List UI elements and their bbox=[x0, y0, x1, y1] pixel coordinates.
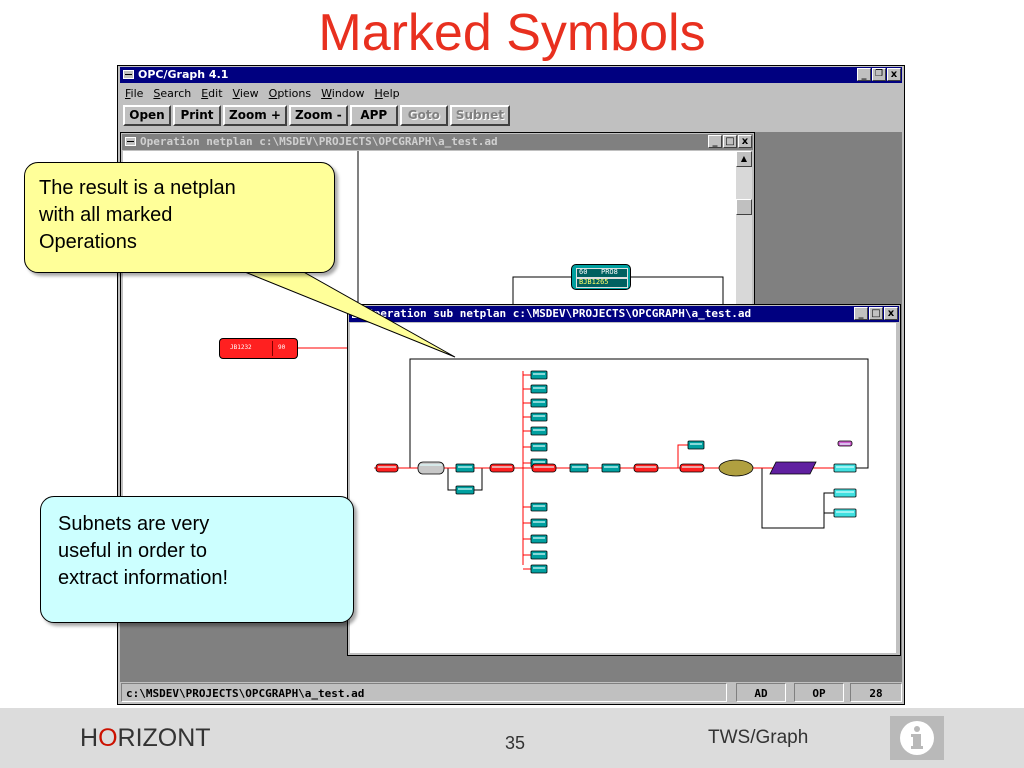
menu-search[interactable]: Search bbox=[153, 87, 192, 100]
status-field-ad: AD bbox=[736, 683, 786, 702]
subnet-window: Operation sub netplan c:\MSDEV\PROJECTS\… bbox=[347, 304, 901, 656]
goto-button[interactable]: Goto bbox=[399, 105, 448, 126]
netplan-titlebar[interactable]: Operation netplan c:\MSDEV\PROJECTS\OPCG… bbox=[122, 134, 753, 150]
subnet-node[interactable] bbox=[455, 485, 475, 495]
status-path: c:\MSDEV\PROJECTS\OPCGRAPH\a_test.ad bbox=[121, 683, 727, 702]
subnet-node[interactable] bbox=[687, 440, 705, 450]
subnet-title: Operation sub netplan c:\MSDEV\PROJECTS\… bbox=[367, 307, 752, 320]
subnet-branch-node[interactable] bbox=[530, 370, 548, 380]
menu-options[interactable]: Options bbox=[268, 87, 312, 100]
slide-footer: HORIZONT 35 TWS/Graph bbox=[0, 708, 1024, 768]
scroll-up-arrow-icon[interactable]: ▲ bbox=[736, 151, 752, 167]
netplan-close-button[interactable]: x bbox=[738, 135, 752, 148]
netplan-node-teal[interactable]: 60 PRO8 BJB1265 bbox=[571, 264, 631, 290]
callout-result-line-1: The result is a netplan bbox=[39, 177, 236, 199]
close-button[interactable]: x bbox=[887, 68, 901, 81]
callout-result-line-3: Operations bbox=[39, 231, 137, 253]
subnet-branch-node[interactable] bbox=[530, 518, 548, 528]
subnet-node[interactable] bbox=[601, 463, 621, 473]
app-titlebar[interactable]: OPC/Graph 4.1 _ ❐ x bbox=[120, 67, 902, 83]
subnet-node-pink[interactable] bbox=[837, 440, 853, 447]
slide-title: Marked Symbols bbox=[318, 4, 706, 62]
toolbar: Open Print Zoom + Zoom - APP Goto Subnet bbox=[120, 105, 902, 129]
netplan-maximize-button[interactable]: □ bbox=[723, 135, 737, 148]
subnet-node-marked[interactable] bbox=[679, 463, 705, 473]
system-menu-icon[interactable] bbox=[123, 70, 134, 79]
subnet-node-cyan[interactable] bbox=[833, 508, 857, 518]
zoom-in-button[interactable]: Zoom + bbox=[223, 105, 287, 126]
netplan-system-menu-icon[interactable] bbox=[125, 137, 136, 146]
subnet-node-olive[interactable] bbox=[718, 459, 754, 477]
callout-subnets-line-2: useful in order to bbox=[58, 540, 207, 562]
menu-view[interactable]: View bbox=[232, 87, 259, 100]
callout-subnets-line-1: Subnets are very bbox=[58, 513, 210, 535]
zoom-out-button[interactable]: Zoom - bbox=[288, 105, 348, 126]
restore-button[interactable]: ❐ bbox=[872, 68, 886, 81]
horizont-logo: HORIZONT bbox=[80, 724, 211, 752]
netplan-node-marked[interactable]: JB1232 90 bbox=[219, 338, 298, 359]
callout-subnets-line-3: extract information! bbox=[58, 567, 229, 589]
netplan-minimize-button[interactable]: _ bbox=[708, 135, 722, 148]
subnet-branch-node[interactable] bbox=[530, 398, 548, 408]
app-title: OPC/Graph 4.1 bbox=[138, 68, 229, 81]
subnet-branch-node[interactable] bbox=[530, 550, 548, 560]
subnet-node-purple[interactable] bbox=[769, 461, 817, 475]
subnet-node-cyan[interactable] bbox=[833, 463, 857, 473]
subnet-maximize-button[interactable]: □ bbox=[869, 307, 883, 320]
minimize-button[interactable]: _ bbox=[857, 68, 871, 81]
subnet-node-marked[interactable] bbox=[531, 463, 557, 473]
page-number: 35 bbox=[504, 733, 526, 753]
marked-node-op: 90 bbox=[278, 344, 286, 351]
subnet-close-button[interactable]: x bbox=[884, 307, 898, 320]
menu-help[interactable]: Help bbox=[374, 87, 400, 100]
subnet-button[interactable]: Subnet bbox=[449, 105, 510, 126]
node-op-number: 60 bbox=[579, 268, 588, 276]
menu-bar: File Search Edit View Options Window Hel… bbox=[120, 85, 902, 103]
subnet-branch-node[interactable] bbox=[530, 502, 548, 512]
open-button[interactable]: Open bbox=[123, 105, 171, 126]
subnet-node[interactable] bbox=[569, 463, 589, 473]
callout-result: The result is a netplan with all marked … bbox=[24, 162, 335, 273]
subnet-branch-node[interactable] bbox=[530, 564, 548, 574]
menu-edit[interactable]: Edit bbox=[201, 87, 223, 100]
status-bar: c:\MSDEV\PROJECTS\OPCGRAPH\a_test.ad AD … bbox=[120, 683, 902, 703]
subnet-branch-node[interactable] bbox=[530, 442, 548, 452]
menu-window[interactable]: Window bbox=[321, 87, 365, 100]
subnet-canvas[interactable] bbox=[350, 323, 896, 653]
subnet-branch-node[interactable] bbox=[530, 534, 548, 544]
node-job-name: BJB1265 bbox=[579, 278, 609, 286]
status-field-op: OP bbox=[794, 683, 844, 702]
callout-subnets: Subnets are very useful in order to extr… bbox=[40, 496, 354, 623]
node-workstation: PRO8 bbox=[601, 268, 618, 276]
netplan-title: Operation netplan c:\MSDEV\PROJECTS\OPCG… bbox=[140, 135, 498, 148]
status-field-count: 28 bbox=[850, 683, 902, 702]
subnet-branch-node[interactable] bbox=[530, 412, 548, 422]
subnet-minimize-button[interactable]: _ bbox=[854, 307, 868, 320]
info-icon[interactable] bbox=[890, 716, 944, 760]
subnet-node-gray[interactable] bbox=[417, 461, 445, 475]
callout-result-line-2: with all marked bbox=[39, 204, 173, 226]
marked-node-job: JB1232 bbox=[230, 344, 252, 351]
subnet-node-marked[interactable] bbox=[375, 463, 399, 473]
product-name: TWS/Graph bbox=[708, 727, 809, 748]
subnet-node-cyan[interactable] bbox=[833, 488, 857, 498]
subnet-node[interactable] bbox=[455, 463, 475, 473]
print-button[interactable]: Print bbox=[173, 105, 221, 126]
menu-file[interactable]: File bbox=[125, 87, 144, 100]
app-button[interactable]: APP bbox=[349, 105, 398, 126]
subnet-node-marked[interactable] bbox=[633, 463, 659, 473]
subnet-branch-node[interactable] bbox=[530, 384, 548, 394]
scroll-thumb[interactable] bbox=[736, 199, 752, 215]
subnet-node-marked[interactable] bbox=[489, 463, 515, 473]
subnet-titlebar[interactable]: Operation sub netplan c:\MSDEV\PROJECTS\… bbox=[349, 306, 899, 322]
subnet-branch-node[interactable] bbox=[530, 426, 548, 436]
subnet-diagram bbox=[374, 358, 869, 574]
